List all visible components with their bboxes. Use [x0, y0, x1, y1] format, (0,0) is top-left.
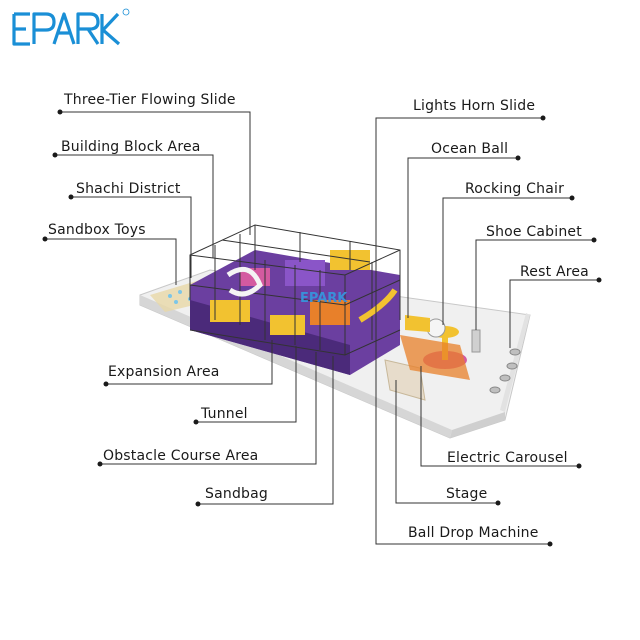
slide-horn	[358, 288, 398, 323]
label-expansion-area: Expansion Area	[108, 364, 220, 380]
label-sandbox-toys: Sandbox Toys	[48, 222, 146, 238]
label-rest-area: Rest Area	[520, 264, 589, 280]
label-lights-horn-slide: Lights Horn Slide	[413, 98, 536, 114]
label-rocking-chair: Rocking Chair	[465, 181, 565, 197]
ocean-ball-pit	[405, 315, 430, 332]
metal-frame	[189, 224, 401, 356]
label-building-block-area: Building Block Area	[61, 139, 201, 155]
slide-spiral	[226, 266, 263, 297]
epark-logo	[12, 8, 130, 46]
floor-wall-right	[450, 412, 505, 438]
label-tunnel: Tunnel	[201, 406, 248, 422]
play-mat	[400, 335, 470, 380]
rest-area-stools	[489, 348, 521, 394]
label-ocean-ball: Ocean Ball	[431, 141, 509, 157]
shoe-cabinet-unit	[471, 329, 481, 353]
label-ball-drop-machine: Ball Drop Machine	[408, 525, 539, 541]
label-obstacle-course-area: Obstacle Course Area	[103, 448, 259, 464]
panel-yellow-2	[270, 315, 305, 335]
structure-sign: EPARK	[300, 291, 348, 306]
label-shoe-cabinet: Shoe Cabinet	[486, 224, 582, 240]
label-three-tier-flowing-slide: Three-Tier Flowing Slide	[64, 92, 236, 108]
panel-purple-2	[285, 260, 325, 286]
label-sandbag: Sandbag	[205, 486, 268, 502]
floor-wall-back	[500, 313, 530, 412]
label-shachi-district: Shachi District	[76, 181, 181, 197]
leader-dots	[42, 109, 602, 547]
panel-yellow-1	[210, 300, 250, 322]
panel-orange-1	[310, 300, 350, 325]
leader-lines-right	[375, 117, 597, 545]
leader-lines-left	[47, 111, 334, 505]
label-electric-carousel: Electric Carousel	[447, 450, 568, 466]
label-stage: Stage	[446, 486, 488, 502]
